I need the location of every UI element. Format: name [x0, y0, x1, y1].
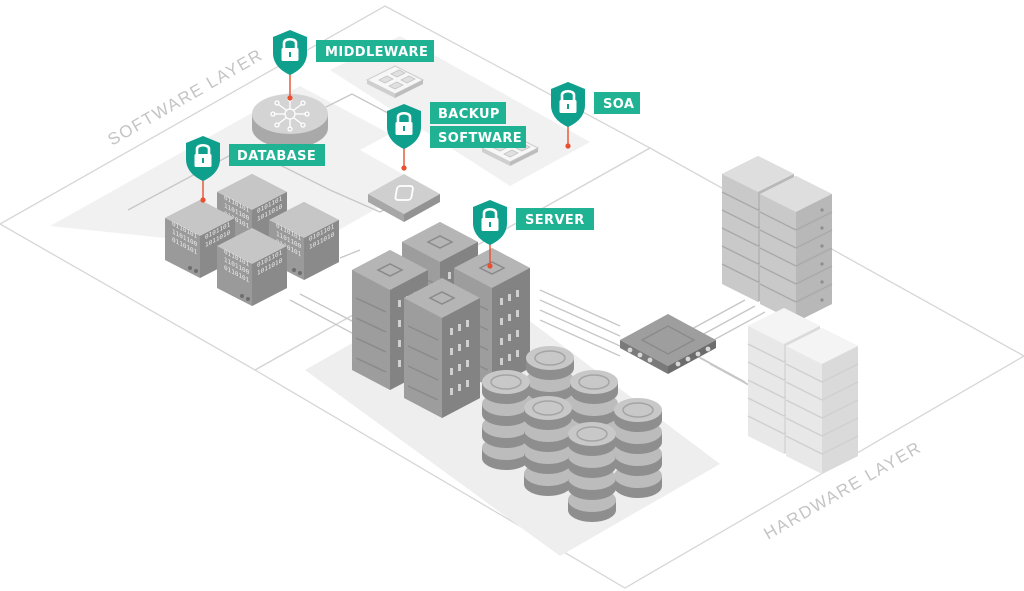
middleware-lock-icon — [271, 28, 309, 77]
backup-label-line2: SOFTWARE — [438, 131, 522, 146]
server-tag[interactable]: SERVER — [471, 198, 594, 247]
server-lock-icon — [471, 198, 509, 247]
server-label: SERVER — [525, 213, 585, 228]
middleware-label: MIDDLEWARE — [325, 45, 428, 60]
network-switch — [620, 314, 716, 374]
backup-panel-1 — [365, 65, 425, 98]
soa-tag[interactable]: SOA — [549, 80, 640, 129]
middleware-tag[interactable]: MIDDLEWARE — [271, 28, 434, 77]
backup-software-tag[interactable]: BACKUP SOFTWARE — [385, 102, 526, 151]
rack-cluster-light — [747, 307, 859, 475]
soa-lock-icon — [549, 80, 587, 129]
rack-cluster-dark — [721, 155, 833, 323]
database-label: DATABASE — [237, 149, 316, 164]
soa-label: SOA — [603, 97, 634, 112]
database-tag[interactable]: DATABASE — [184, 134, 325, 183]
backup-lock-icon — [385, 102, 423, 151]
backup-label-line1: BACKUP — [438, 107, 500, 122]
backup-device — [368, 174, 440, 222]
middleware-hub — [252, 94, 328, 148]
connector-dots — [200, 95, 571, 269]
